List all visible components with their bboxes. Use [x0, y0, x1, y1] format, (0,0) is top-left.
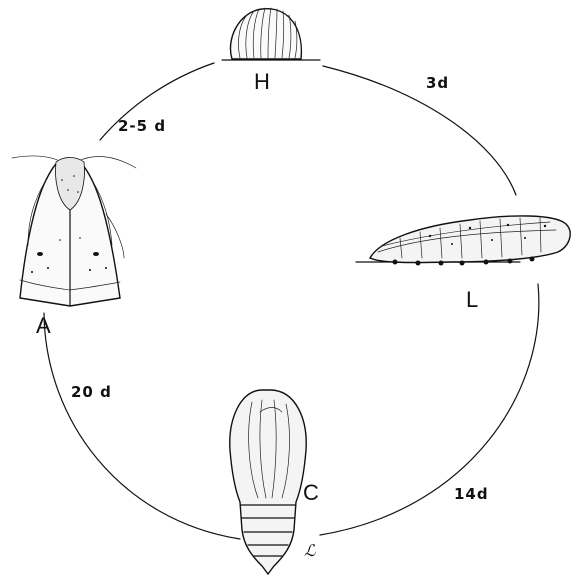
duration-pupa-to-adult: 20 d	[71, 383, 112, 401]
duration-larva-to-pupa: 14d	[454, 485, 489, 503]
arc-pupa-to-adult	[44, 313, 240, 539]
egg-icon	[222, 8, 320, 60]
pupa-icon	[230, 390, 306, 574]
adult-stage-label: A	[36, 313, 51, 338]
moth-icon	[12, 156, 136, 306]
egg-stage-label: H	[254, 69, 270, 94]
larva-stage-label: L	[466, 287, 478, 312]
arc-egg-to-larva	[323, 66, 516, 195]
signature: ℒ	[304, 541, 316, 560]
caterpillar-icon	[356, 216, 570, 266]
duration-adult-to-egg: 2-5 d	[118, 117, 166, 135]
duration-egg-to-larva: 3d	[426, 74, 449, 92]
pupa-stage-label: C	[303, 480, 319, 505]
arc-larva-to-pupa	[320, 284, 539, 535]
